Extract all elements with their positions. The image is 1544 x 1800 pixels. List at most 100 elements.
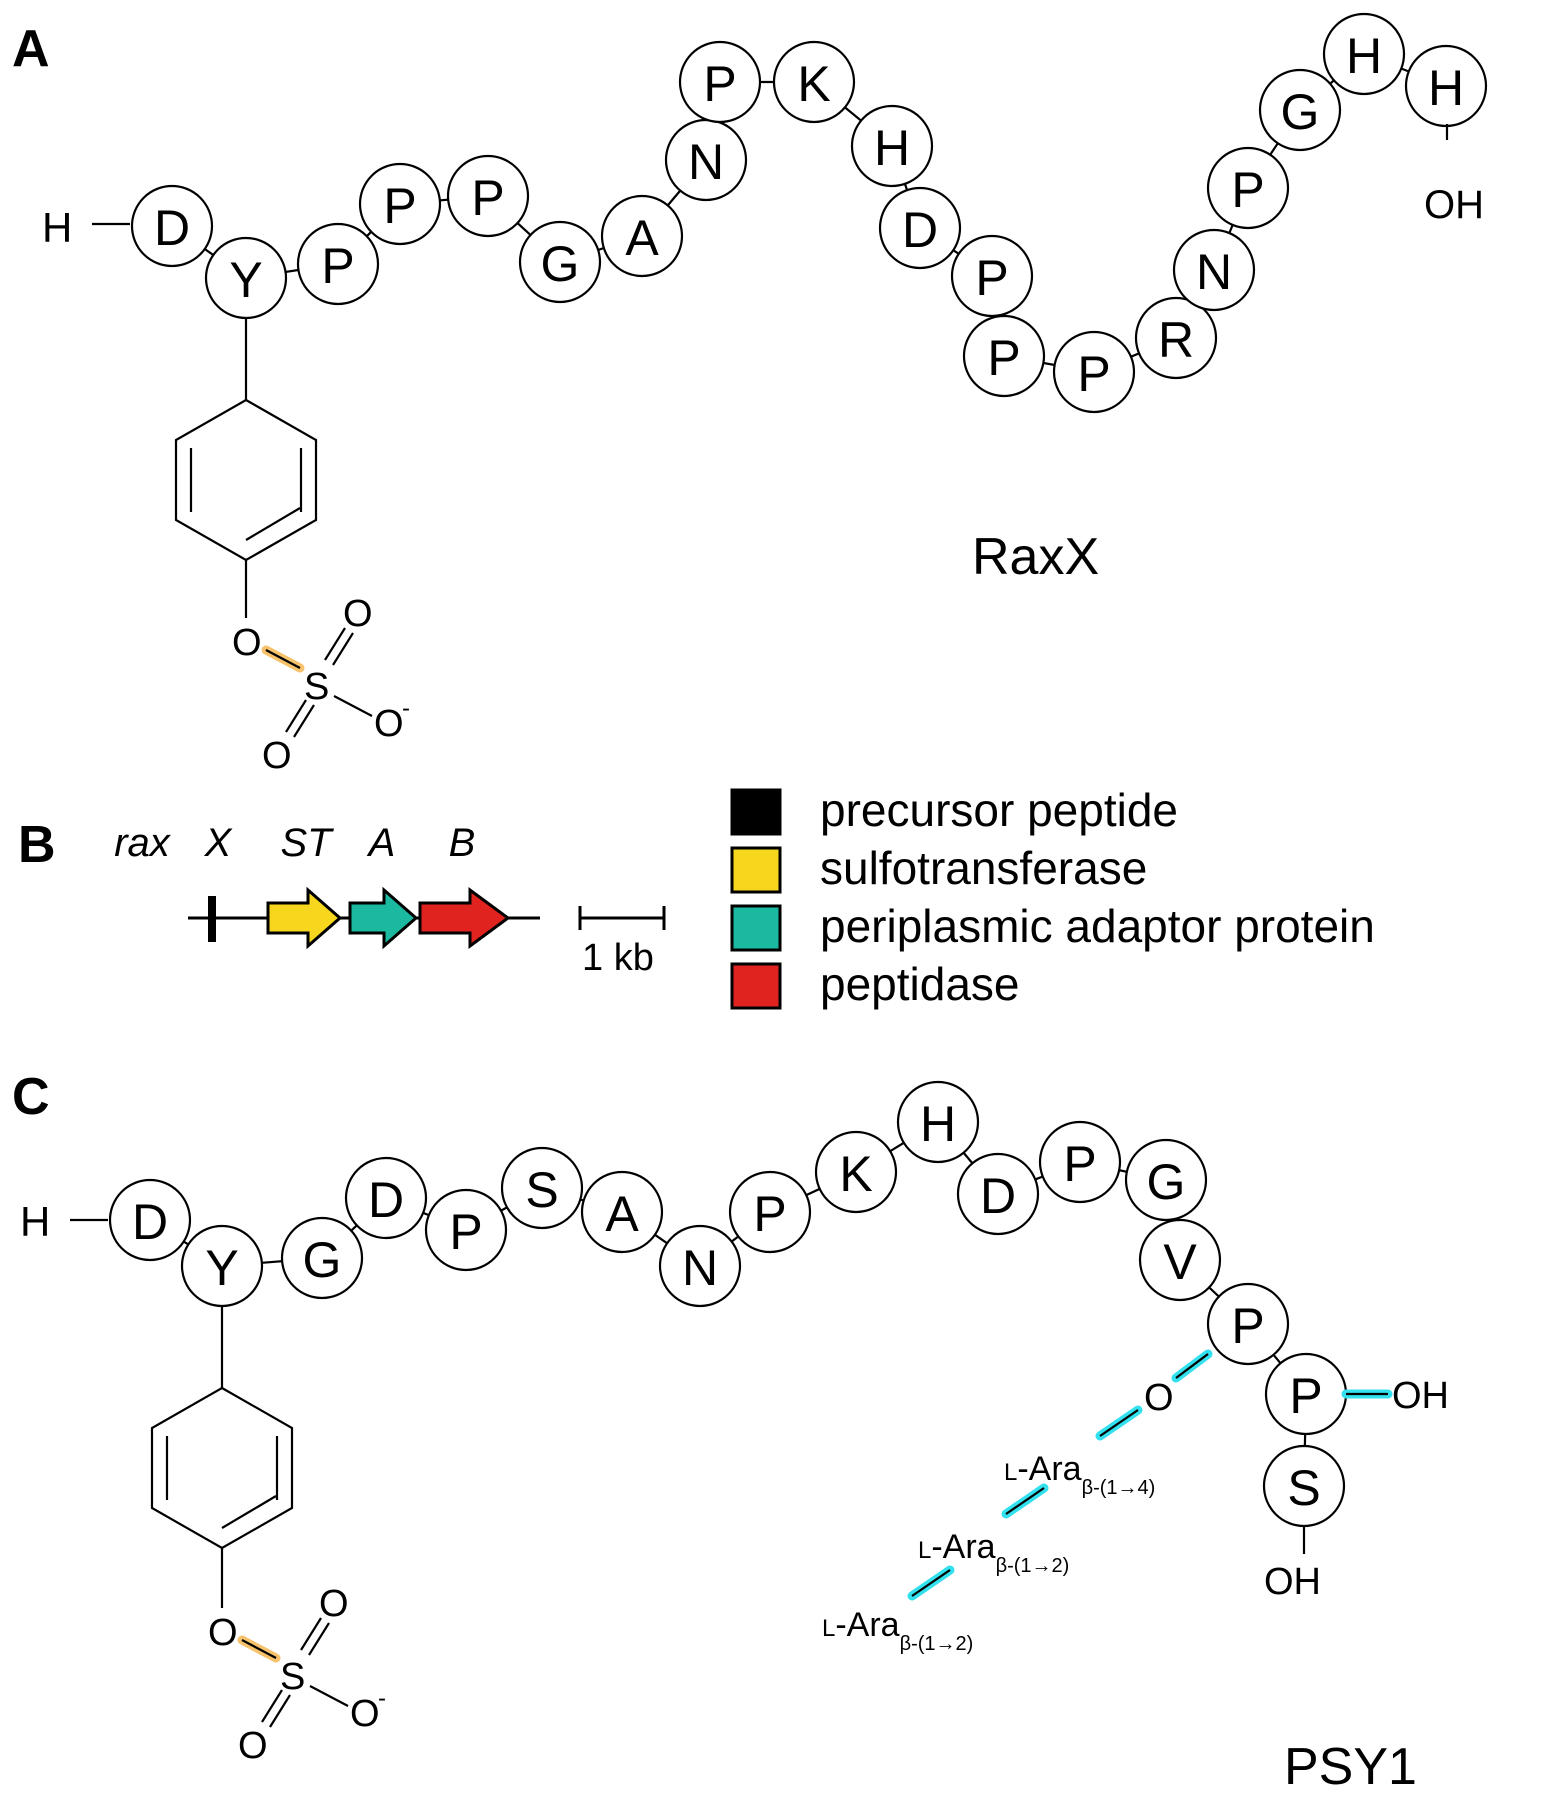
- panelC-residue-6: S: [500, 1146, 584, 1230]
- panelA-residue-11: H: [850, 104, 934, 188]
- gene-label-st: ST: [280, 821, 334, 865]
- panelA-residue-letter: P: [975, 250, 1008, 306]
- panelC-residue-letter: P: [1063, 1136, 1096, 1192]
- panelA-residue-letter: P: [383, 178, 416, 234]
- raxx-sulfate-s: S: [304, 666, 329, 708]
- panelA-residue-letter: R: [1158, 312, 1194, 368]
- panelC-residue-7: A: [580, 1170, 664, 1254]
- panelA-residue-6: G: [518, 220, 602, 304]
- panelA-residue-letter: N: [688, 134, 724, 190]
- raxx-sulfate-o-link: O: [232, 622, 262, 664]
- arabinose-glycan: [907, 1349, 1213, 1601]
- panel-a-label: A: [12, 20, 50, 78]
- panelA-residue-8: N: [664, 118, 748, 202]
- legend-label: peptidase: [820, 958, 1020, 1010]
- raxx-sulfate-o-bottom: O: [262, 735, 292, 777]
- panelA-residue-letter: D: [902, 202, 938, 258]
- legend-swatch: [730, 788, 782, 836]
- panelA-residue-18: P: [1206, 146, 1290, 230]
- legend-swatch: [730, 846, 782, 894]
- panelA-residue-letter: G: [541, 236, 580, 292]
- panel-c-label: C: [12, 1068, 50, 1126]
- panelA-residue-letter: D: [154, 200, 190, 256]
- panelA-residue-14: P: [962, 314, 1046, 398]
- panelA-residue-letter: Y: [229, 252, 262, 308]
- panelA-residue-letter: P: [471, 170, 504, 226]
- rax-operon-map: [188, 886, 540, 950]
- psy1-sulfate-o-bottom: O: [238, 1725, 268, 1767]
- panelC-residue-letter: P: [1289, 1368, 1322, 1424]
- panelC-residue-letter: S: [1287, 1460, 1320, 1516]
- panelC-residue-letter: P: [1231, 1298, 1264, 1354]
- legend-label: periplasmic adaptor protein: [820, 900, 1375, 952]
- psy1-sulfate-o-top: O: [319, 1583, 349, 1625]
- panelC-residue-letter: P: [449, 1204, 482, 1260]
- panelC-residue-letter: S: [525, 1162, 558, 1218]
- panelA-residue-letter: P: [1077, 346, 1110, 402]
- panelA-residue-10: K: [772, 40, 856, 124]
- psy1-sulfate-o-minus: O: [350, 1693, 380, 1735]
- panelA-residue-letter: G: [1281, 84, 1320, 140]
- psy1-peptide-name: PSY1: [1284, 1738, 1417, 1796]
- panelC-residue-1: D: [108, 1178, 192, 1262]
- psy1-sulfate-o-link: O: [208, 1612, 238, 1654]
- psy1-sulfate-s: S: [280, 1656, 305, 1698]
- panelC-residue-15: V: [1138, 1218, 1222, 1302]
- legend-swatch: [730, 962, 782, 1010]
- panelC-residue-letter: P: [753, 1186, 786, 1242]
- psy1-n-terminus: H: [20, 1198, 50, 1245]
- gene-raxST-arrow: [266, 886, 343, 950]
- gene-label-b: B: [449, 821, 476, 865]
- legend-label: precursor peptide: [820, 784, 1178, 836]
- raxx-n-terminus: H: [42, 204, 72, 251]
- panelC-residue-letter: A: [605, 1186, 639, 1242]
- panelA-residue-letter: H: [1346, 28, 1382, 84]
- panelC-residue-5: P: [424, 1188, 508, 1272]
- panelC-residue-letter: Y: [205, 1240, 238, 1296]
- panelC-residue-9: P: [728, 1170, 812, 1254]
- scale-bar-label: 1 kb: [582, 937, 654, 979]
- panelC-residue-13: P: [1038, 1120, 1122, 1204]
- panelA-residue-17: N: [1172, 228, 1256, 312]
- panelA-residue-5: P: [446, 154, 530, 238]
- sugar-2: L-Araβ-(1→2): [918, 1528, 1069, 1577]
- panelA-residue-letter: P: [987, 330, 1020, 386]
- sugar-1: L-Araβ-(1→4): [1004, 1450, 1155, 1499]
- gene-raxB-arrow: [418, 887, 511, 949]
- panelC-residue-18: S: [1262, 1444, 1346, 1528]
- panelC-residue-letter: V: [1163, 1234, 1197, 1290]
- scale-bar: [578, 906, 666, 930]
- panelA-residue-20: H: [1322, 12, 1406, 96]
- panelC-residue-letter: N: [682, 1240, 718, 1296]
- gene-prefix-rax: rax: [114, 821, 172, 865]
- panelC-residue-11: H: [896, 1080, 980, 1164]
- raxx-peptide-name: RaxX: [972, 528, 1099, 586]
- panelA-residue-1: D: [130, 184, 214, 268]
- panelA-residue-letter: H: [874, 120, 910, 176]
- panelA-residue-letter: P: [321, 238, 354, 294]
- panelA-residue-13: P: [950, 234, 1034, 318]
- legend-swatch: [730, 904, 782, 952]
- psy1-c-terminus: OH: [1264, 1561, 1321, 1603]
- panelA-residue-2: Y: [204, 236, 288, 320]
- gene-raxX-block: [208, 896, 216, 942]
- legend: precursor peptide sulfotransferase peripla…: [730, 784, 1375, 1010]
- psy1-sulfotyrosine-sidechain: [150, 1306, 349, 1728]
- panelC-residue-10: K: [814, 1130, 898, 1214]
- gene-raxA-arrow: [348, 886, 419, 950]
- panelC-residue-8: N: [658, 1224, 742, 1308]
- panelC-residue-16: P: [1206, 1282, 1290, 1366]
- raxx-c-terminus: OH: [1424, 183, 1484, 227]
- sugar-3: L-Araβ-(1→2): [822, 1606, 973, 1655]
- panelA-residue-letter: P: [703, 56, 736, 112]
- panelA-residue-letter: A: [625, 210, 659, 266]
- legend-label: sulfotransferase: [820, 842, 1147, 894]
- panelC-residue-3: G: [280, 1216, 364, 1300]
- panelC-residue-letter: K: [839, 1146, 872, 1202]
- raxx-sulfate-o-minus: O: [374, 703, 404, 745]
- gene-label-a: A: [367, 821, 396, 865]
- panelA-residue-9: P: [678, 40, 762, 124]
- panelC-residue-2: Y: [180, 1224, 264, 1308]
